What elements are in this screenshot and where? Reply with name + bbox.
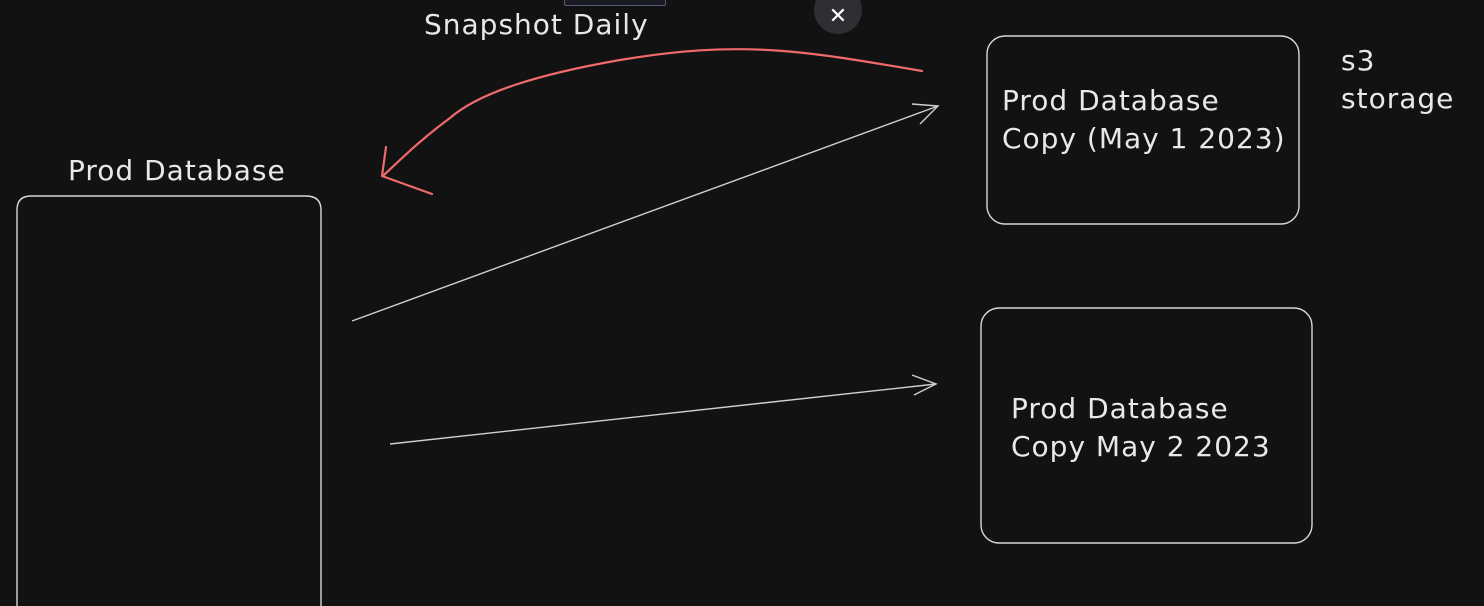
copy-may2-line1: Prod Database [1011,392,1229,425]
copy-may1-box [986,35,1300,225]
snapshot-curve-arrow [380,48,924,196]
arrow-to-copy-may2 [389,374,938,445]
prod-database-label: Prod Database [68,154,286,187]
copy-may2-line2: Copy May 2 2023 [1011,430,1271,463]
arrow-to-copy-may1 [351,103,940,322]
close-icon: ✕ [828,4,848,29]
snapshot-daily-label: Snapshot Daily [424,8,649,41]
copy-may1-line1: Prod Database [1002,84,1220,117]
s3-label: s3 [1341,44,1376,77]
top-tab-indicator [564,0,666,6]
copy-may2-box [980,307,1313,544]
prod-database-box [16,195,322,606]
copy-may1-line2: Copy (May 1 2023) [1002,122,1286,155]
storage-label: storage [1341,82,1455,115]
